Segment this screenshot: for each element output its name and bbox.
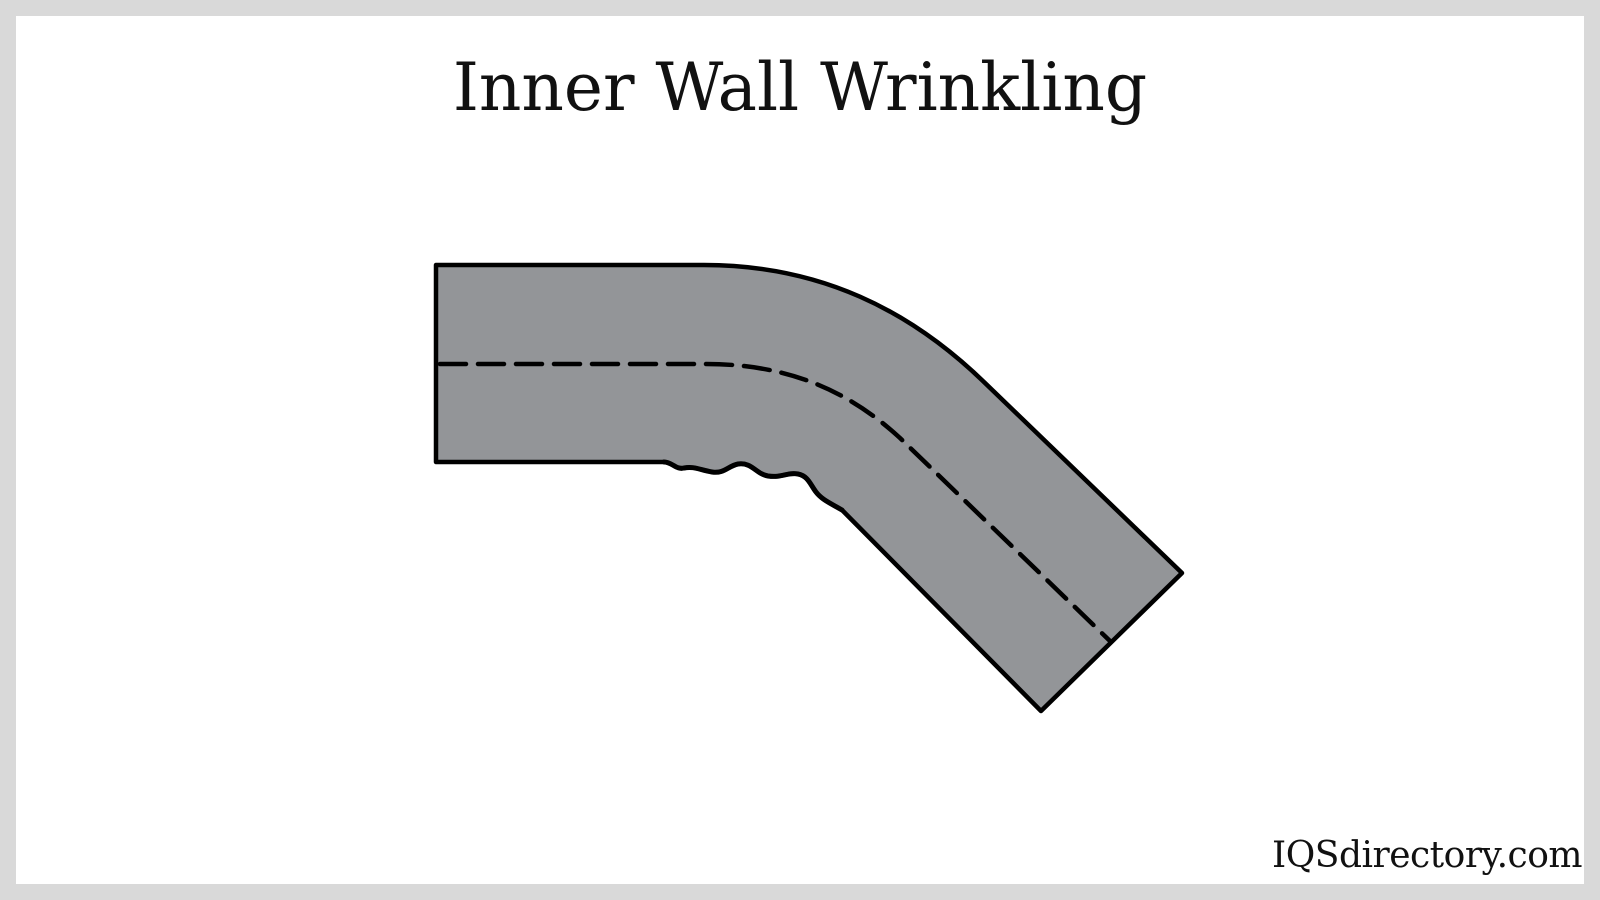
- watermark-text: IQSdirectory.com: [1272, 835, 1582, 876]
- centerline-dashed: [437, 361, 1113, 644]
- inner-wall-wrinkles: [661, 459, 845, 513]
- tube-body: [433, 262, 1185, 714]
- diagram-title: Inner Wall Wrinkling: [452, 49, 1148, 126]
